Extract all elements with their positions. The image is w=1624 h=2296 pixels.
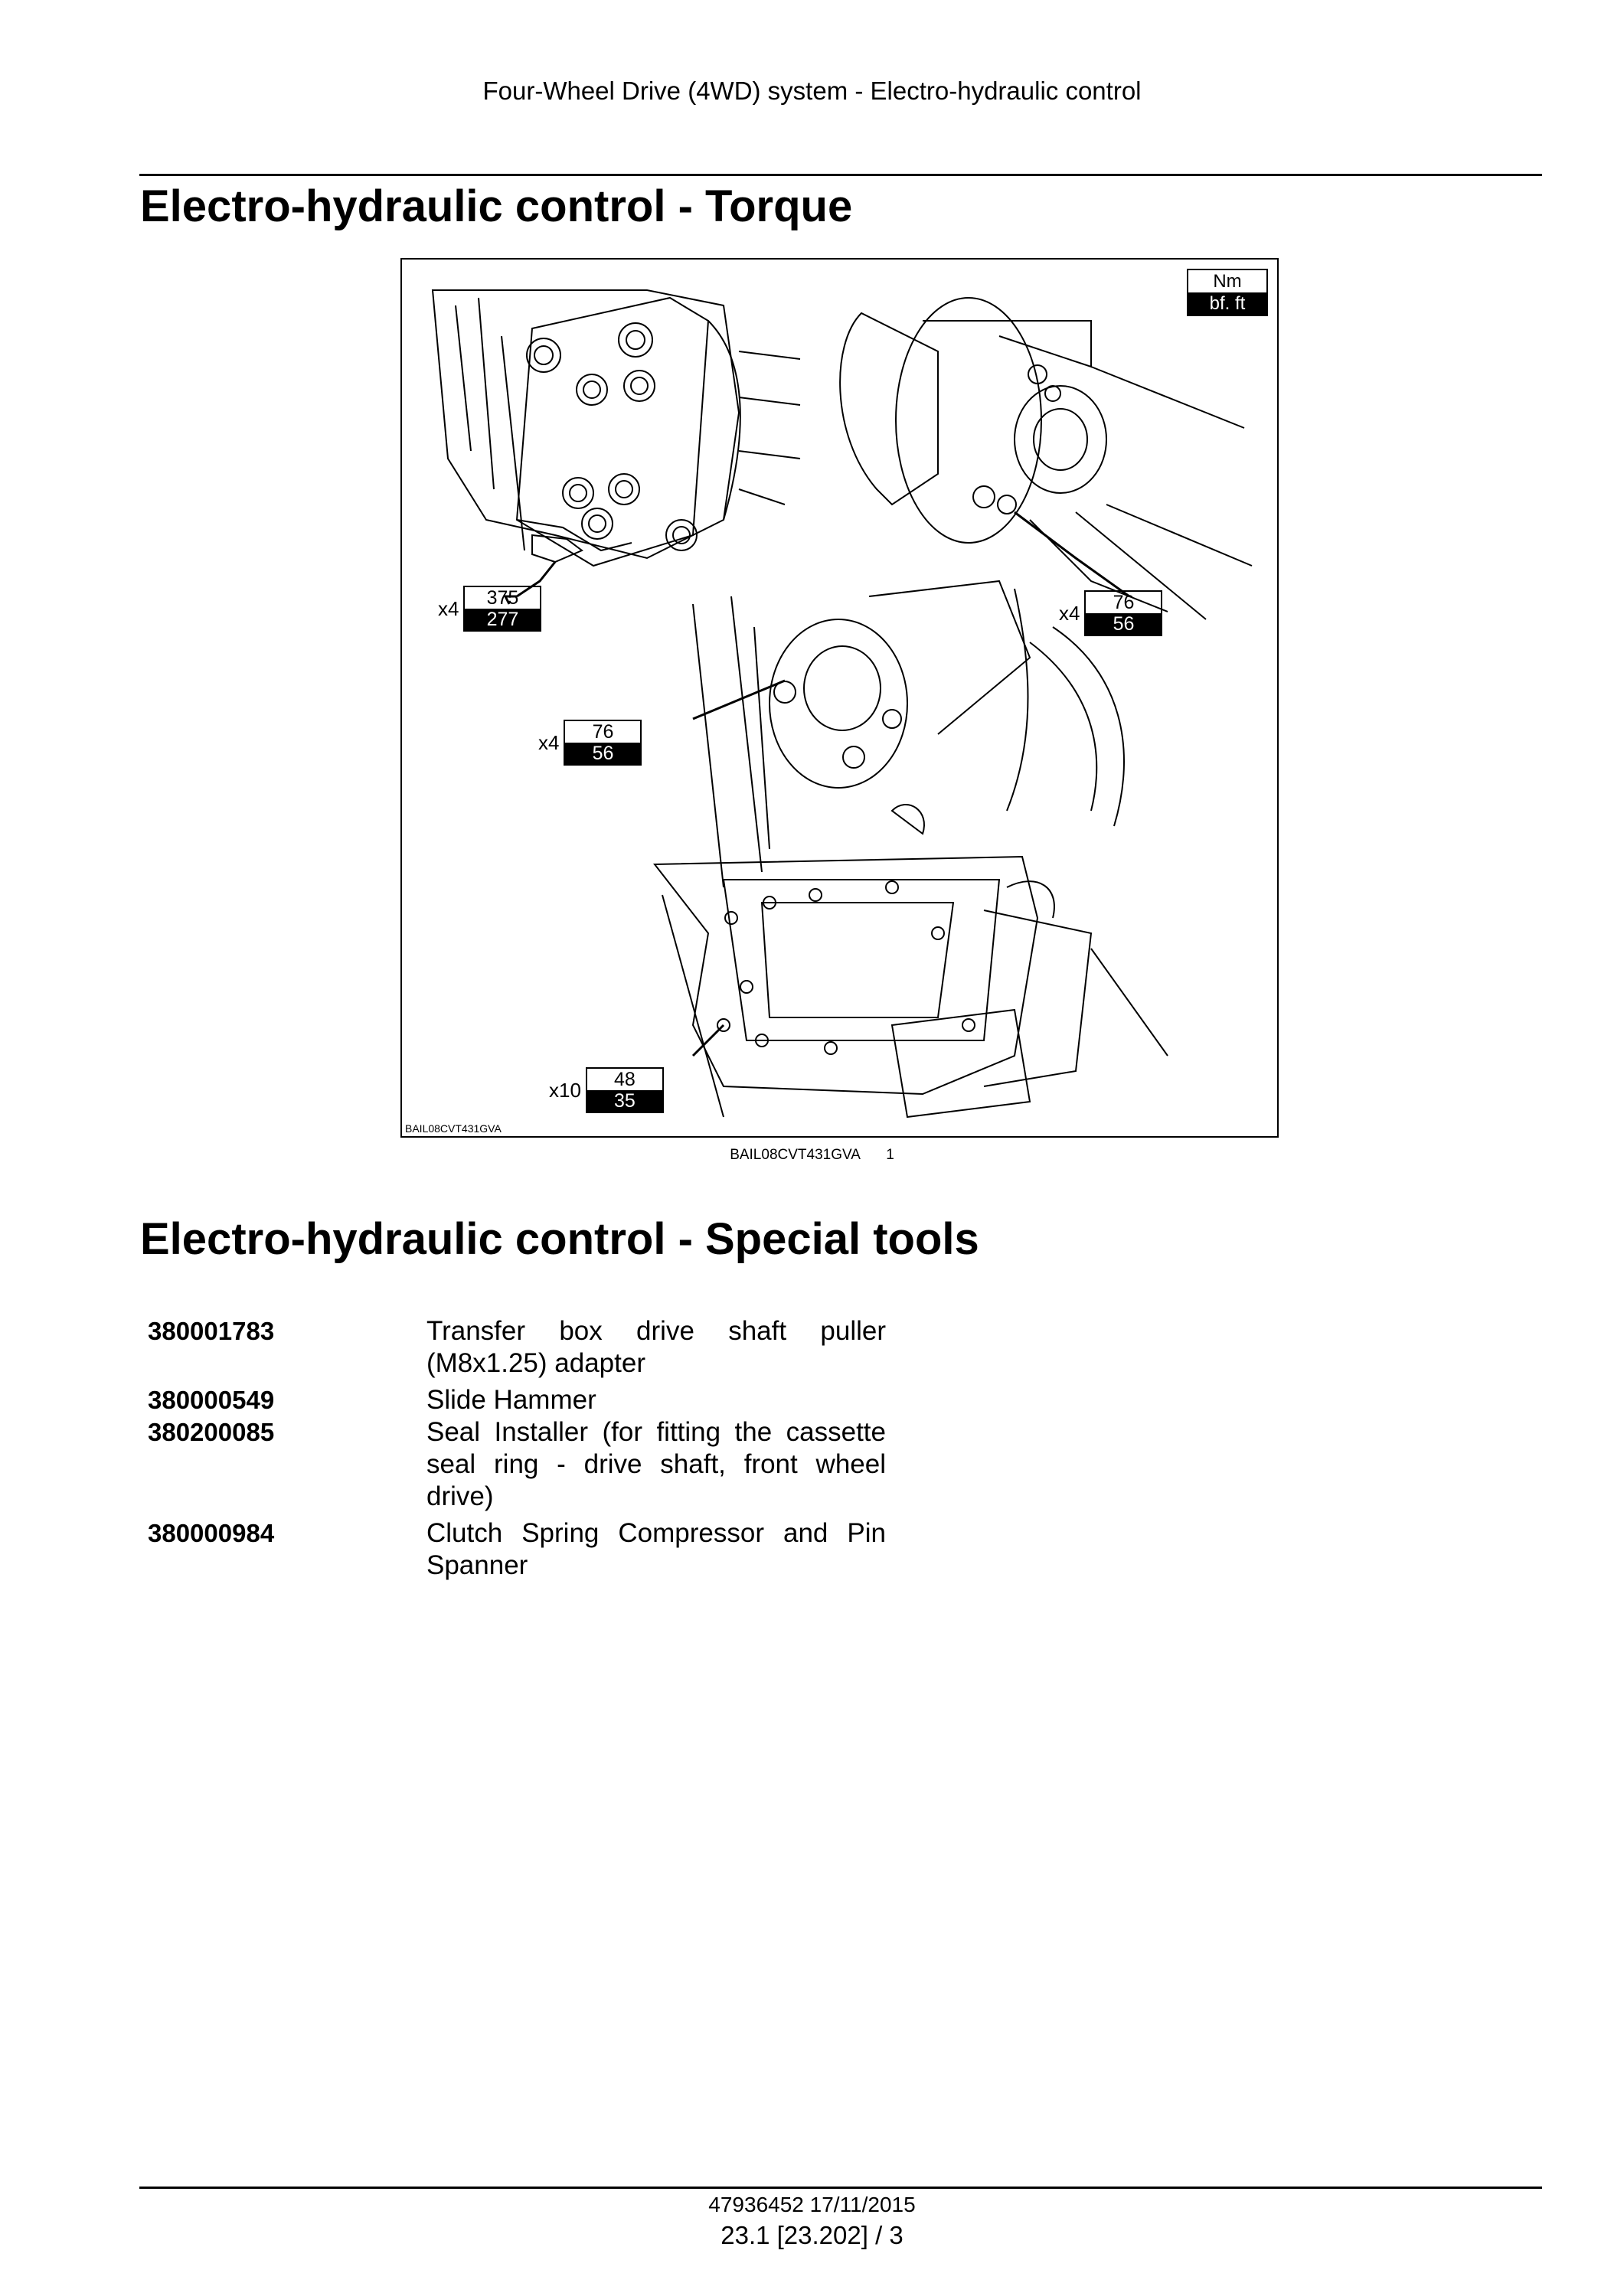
callout-multiplier: x4 [538,730,560,754]
tool-part-number: 380000549 [148,1386,275,1414]
callout-nm-value: 375 [486,587,519,609]
coupling-top-drawing [839,297,1253,620]
torque-figure: Nm bf. ft x4 375 277 x4 76 56 x4 76 56 x… [400,258,1279,1138]
callout-nm-value: 76 [1113,592,1135,613]
callout-lbft-value: 56 [1086,613,1162,635]
figure-caption-code: BAIL08CVT431GVA [730,1147,861,1163]
list-item: 380000984 Clutch Spring Compressor and P… [148,1517,913,1582]
tool-part-number: 380000984 [148,1519,275,1547]
header-rule [139,174,1542,176]
tool-description: Seal Installer (for fitting the cassette… [426,1417,886,1511]
list-item: 380200085 Seal Installer (for fitting th… [148,1416,913,1513]
section-title-torque: Electro-hydraulic control - Torque [140,181,853,231]
tool-description: Slide Hammer [426,1385,596,1415]
figure-code-inner: BAIL08CVT431GVA [405,1122,502,1135]
tool-description: Transfer box drive shaft puller (M8x1.25… [426,1316,886,1378]
list-item: 380001783 Transfer box drive shaft pulle… [148,1315,913,1380]
tool-description: Clutch Spring Compressor and Pin Spanner [426,1518,886,1580]
callout-nm-value: 48 [614,1069,636,1090]
unit-lbft: bf. ft [1188,292,1266,315]
torque-callout-flange-bolts: x4 375 277 [438,586,542,632]
callout-lbft-value: 56 [565,743,641,764]
callout-lbft-value: 35 [587,1090,662,1112]
torque-callout-coupling-middle: x4 76 56 [538,720,642,766]
footer-page-number: 23.1 [23.202] / 3 [721,2221,903,2249]
torque-unit-key: Nm bf. ft [1187,269,1268,316]
tool-part-number: 380200085 [148,1418,275,1446]
footer-doc-number: 47936452 17/11/2015 [708,2193,916,2216]
running-head: Four-Wheel Drive (4WD) system - Electro-… [482,77,1142,105]
callout-multiplier: x4 [1059,601,1080,625]
callout-lbft-value: 277 [465,609,541,630]
figure-caption: BAIL08CVT431GVA 1 [0,1147,1624,1164]
footer-rule [139,2187,1542,2189]
sump-drawing [652,855,1168,1119]
section-title-special-tools: Electro-hydraulic control - Special tool… [140,1214,979,1264]
special-tools-list: 380001783 Transfer box drive shaft pulle… [148,1315,913,1582]
tool-part-number: 380001783 [148,1317,275,1345]
flange-assembly-drawing [431,289,801,605]
callout-multiplier: x10 [549,1078,581,1102]
torque-callout-coupling-top: x4 76 56 [1059,590,1163,636]
figure-caption-number: 1 [886,1147,894,1163]
coupling-middle-drawing [692,580,1125,888]
torque-callout-sump-bolts: x10 48 35 [549,1067,664,1113]
callout-multiplier: x4 [438,596,459,620]
torque-line-drawing [431,289,1253,1119]
unit-nm: Nm [1213,271,1242,292]
list-item: 380000549 Slide Hammer [148,1384,913,1416]
callout-nm-value: 76 [592,721,614,743]
